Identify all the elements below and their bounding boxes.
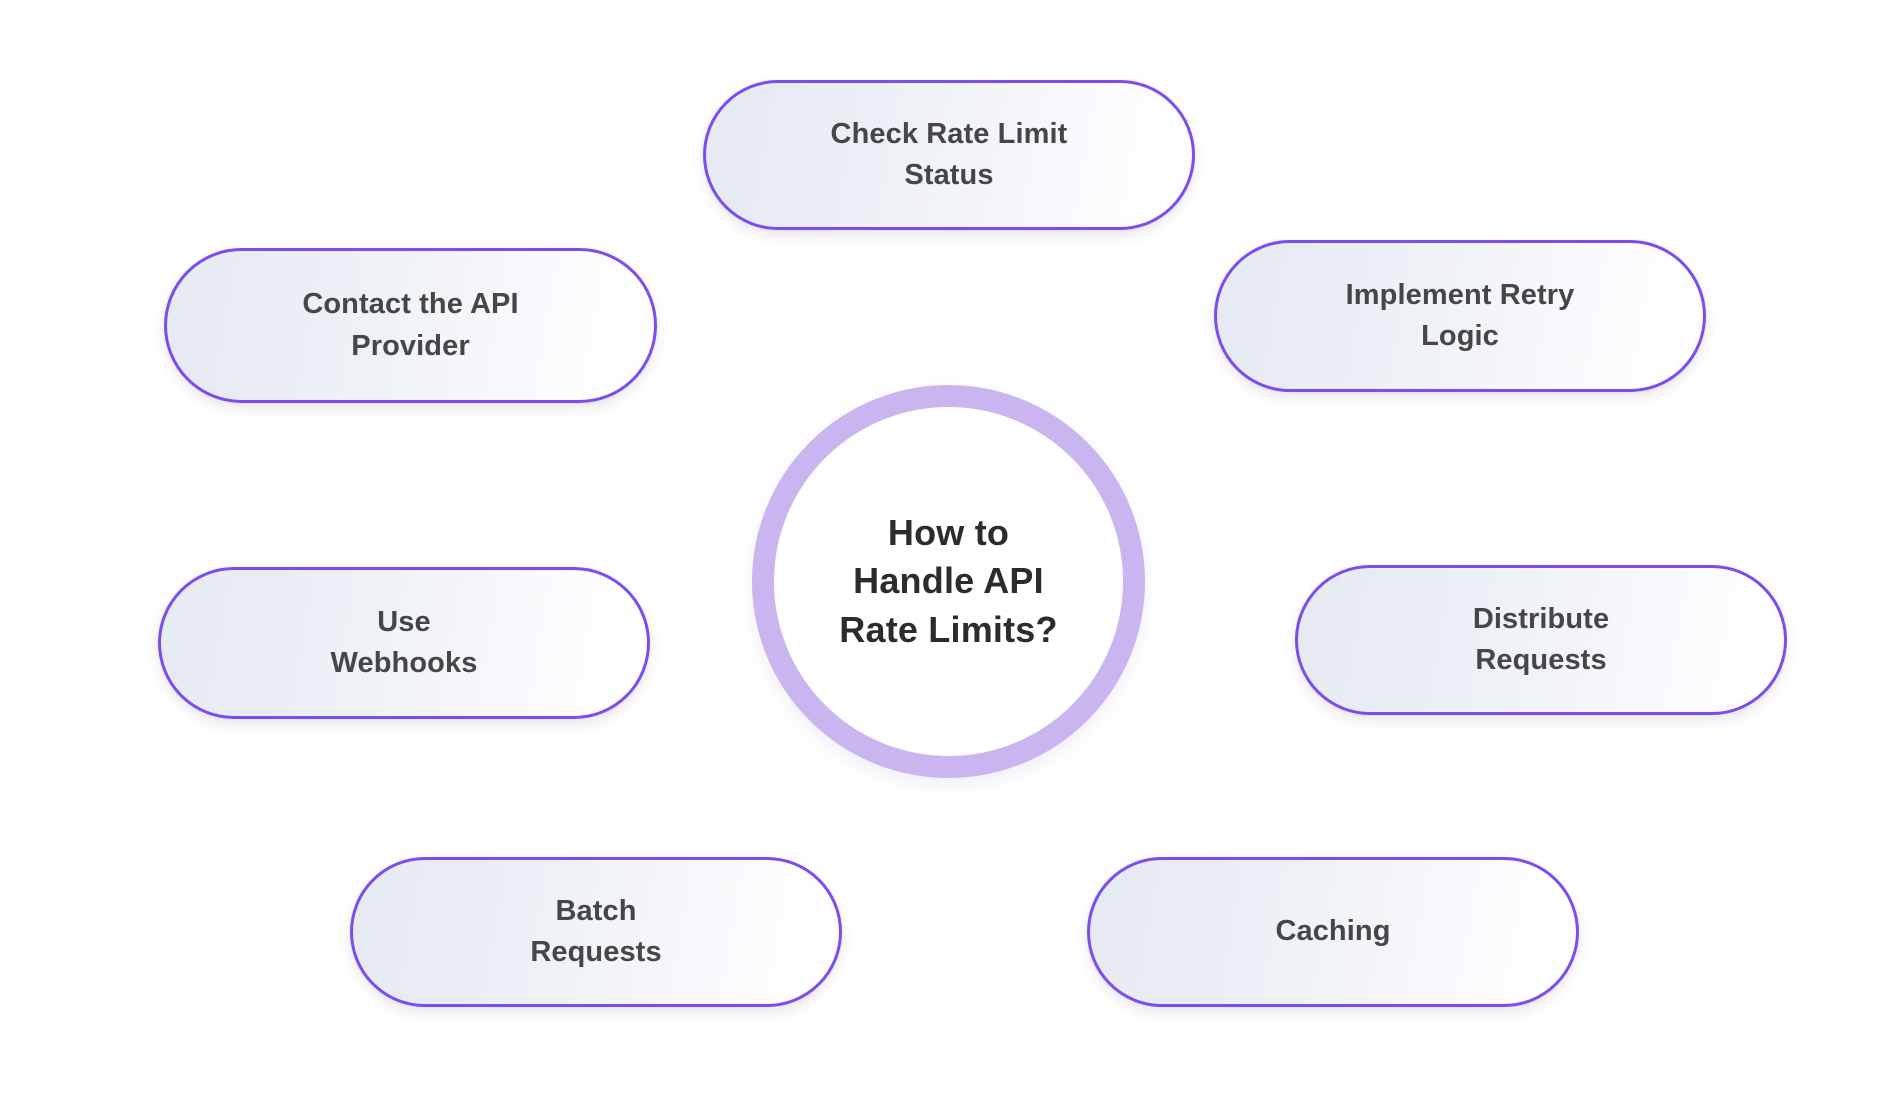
node-label: Contact the API Provider (302, 288, 519, 362)
node-implement-retry-logic[interactable]: Implement Retry Logic (1214, 240, 1706, 392)
node-label: Batch Requests (530, 894, 662, 968)
node-caching[interactable]: Caching (1087, 857, 1579, 1007)
node-use-webhooks[interactable]: Use Webhooks (158, 567, 650, 719)
node-check-rate-limit-status[interactable]: Check Rate Limit Status (703, 80, 1195, 230)
node-label: Check Rate Limit Status (830, 117, 1068, 191)
center-hub-title: How to Handle API Rate Limits? (839, 512, 1058, 650)
node-distribute-requests[interactable]: Distribute Requests (1295, 565, 1787, 715)
node-label: Implement Retry Logic (1345, 278, 1575, 352)
node-label: Caching (1275, 915, 1391, 948)
center-hub-node[interactable]: How to Handle API Rate Limits? (752, 385, 1145, 778)
node-label: Distribute Requests (1472, 602, 1610, 676)
node-batch-requests[interactable]: Batch Requests (350, 857, 842, 1007)
node-label: Use Webhooks (330, 605, 478, 679)
node-contact-api-provider[interactable]: Contact the API Provider (164, 248, 657, 403)
